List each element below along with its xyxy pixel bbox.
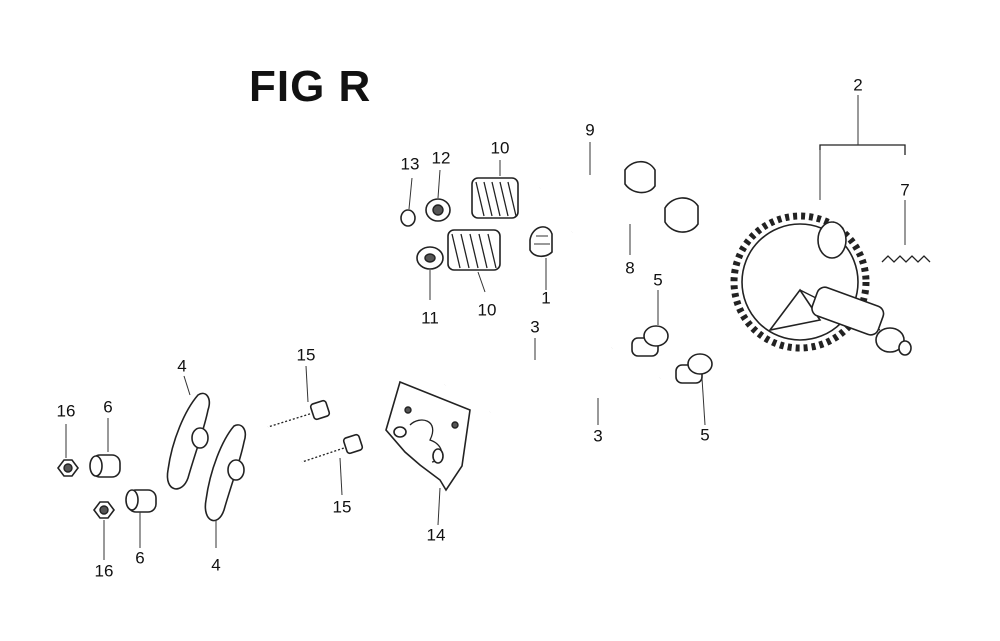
decompressor-spring <box>881 255 931 263</box>
valve-spring-upper <box>471 177 519 219</box>
callout-2: 2 <box>853 75 863 95</box>
callout-16-lower: 16 <box>94 561 114 581</box>
intake-valve <box>571 197 699 234</box>
callout-10-upper: 10 <box>490 138 510 158</box>
leader-5b <box>701 377 706 426</box>
adjuster-nut-lower <box>93 501 115 519</box>
tappet-upper <box>631 325 669 357</box>
callout-bracket <box>819 144 906 155</box>
callout-15-lower: 15 <box>332 497 352 517</box>
rocker-stud-upper <box>267 399 331 429</box>
callout-9: 9 <box>585 120 595 140</box>
push-rod-upper <box>444 346 613 387</box>
callout-16-upper: 16 <box>56 401 76 421</box>
callout-8: 8 <box>625 258 635 278</box>
valve-retainer-lower <box>416 246 444 270</box>
callout-3-upper: 3 <box>530 317 540 337</box>
leader-15a <box>305 365 309 403</box>
callout-4-upper: 4 <box>177 356 187 376</box>
leader-4a <box>183 375 191 396</box>
camshaft-gear <box>730 212 912 356</box>
valve-collet <box>400 209 416 227</box>
adjuster-nut-upper <box>57 459 79 477</box>
rocker-arm-lower <box>204 424 247 522</box>
callout-5-upper: 5 <box>653 270 663 290</box>
leader-13 <box>408 177 413 210</box>
figure-title: FIG R <box>249 62 372 111</box>
rocker-pivot-lower <box>125 489 157 513</box>
valve-stem-seal <box>529 226 553 258</box>
rocker-pivot-upper <box>89 454 121 478</box>
callout-4-lower: 4 <box>211 555 221 575</box>
callout-5-lower: 5 <box>700 425 710 445</box>
callout-1: 1 <box>541 288 551 308</box>
callout-15-upper: 15 <box>296 345 316 365</box>
valve-spring-lower <box>447 229 501 271</box>
callout-13: 13 <box>400 154 420 174</box>
tappet-lower <box>675 353 713 384</box>
callout-7: 7 <box>900 180 910 200</box>
callout-14: 14 <box>426 525 446 545</box>
leader-15b <box>339 457 343 496</box>
leader-12 <box>437 169 441 199</box>
callout-6-upper: 6 <box>103 397 113 417</box>
callout-10-lower: 10 <box>477 300 497 320</box>
exhaust-valve <box>539 160 656 194</box>
callout-12: 12 <box>431 148 451 168</box>
callout-3-lower: 3 <box>593 426 603 446</box>
callout-6-lower: 6 <box>135 548 145 568</box>
valve-retainer-upper <box>425 198 451 222</box>
callout-11: 11 <box>421 308 439 328</box>
leader-10b <box>477 271 486 293</box>
rocker-stud-lower <box>301 433 364 464</box>
push-rod-guide-plate <box>385 380 471 492</box>
push-rod-lower <box>489 376 661 414</box>
rocker-arm-upper <box>166 392 211 490</box>
leader-14 <box>437 487 441 526</box>
